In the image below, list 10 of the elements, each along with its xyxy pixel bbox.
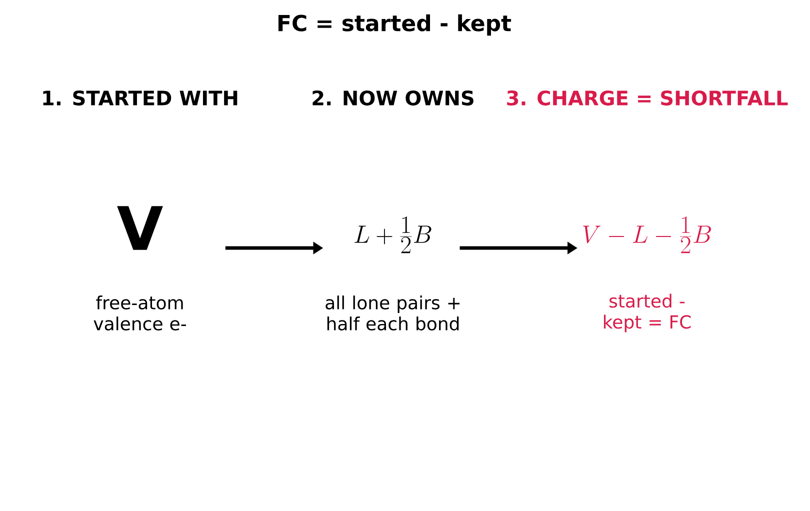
title: FC = started - kept bbox=[278, 14, 512, 36]
description-text: free-atom valence e- bbox=[94, 296, 186, 330]
column-heading: 3. CHARGE = SHORTFALL bbox=[507, 90, 788, 106]
formula: $L+\frac{1}{2}B$ bbox=[354, 216, 432, 254]
column-heading: 2. NOW OWNS bbox=[312, 90, 474, 106]
description-text: all lone pairs + half each bond bbox=[326, 296, 460, 330]
column-heading: 1. STARTED WITH bbox=[43, 90, 238, 106]
description-text: started - kept = FC bbox=[604, 294, 691, 332]
formula: $V-L-\frac{1}{2}B$ bbox=[583, 216, 712, 254]
symbol-letter: V bbox=[117, 206, 163, 250]
